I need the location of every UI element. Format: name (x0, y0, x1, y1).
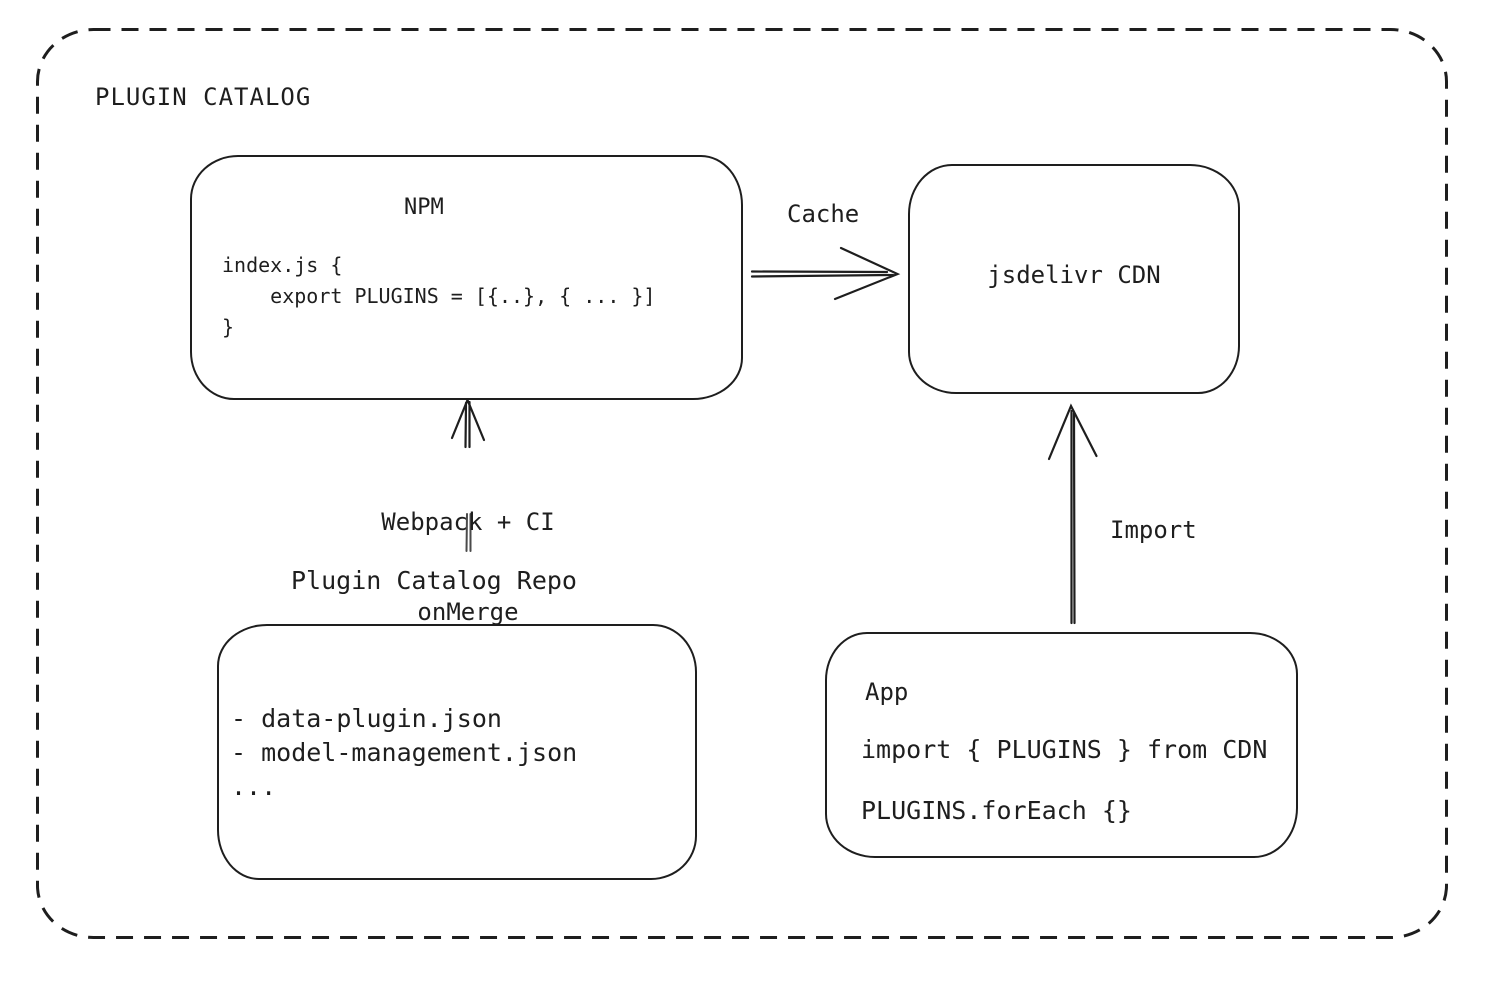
npm-code-block: index.js { export PLUGINS = [{..}, { ...… (222, 250, 655, 343)
npm-code-line: export PLUGINS = [{..}, { ... }] (222, 284, 656, 308)
npm-code-line: } (222, 315, 235, 339)
catalog-title: PLUGIN CATALOG (95, 83, 312, 111)
repo-file-item: - model-management.json (231, 738, 578, 767)
repo-node-label: Plugin Catalog Repo (291, 566, 577, 595)
cache-edge-label: Cache (787, 200, 860, 228)
import-arrow (1047, 403, 1098, 625)
repo-file-list: - data-plugin.json - model-management.js… (231, 702, 577, 804)
cdn-node: jsdelivr CDN (908, 164, 1240, 394)
build-edge-label-line1: Webpack + CI (381, 508, 555, 536)
build-arrow (450, 397, 486, 449)
npm-node-title: NPM (404, 195, 444, 220)
cache-arrow (750, 246, 901, 301)
app-node-title: App (865, 678, 909, 706)
app-node: App import { PLUGINS } from CDN PLUGINS.… (825, 632, 1298, 858)
repo-node: - data-plugin.json - model-management.js… (217, 624, 697, 880)
cdn-node-title: jsdelivr CDN (987, 261, 1161, 289)
import-edge-label: Import (1110, 516, 1197, 544)
build-edge-label-line2: onMerge (417, 598, 519, 626)
npm-node: NPM index.js { export PLUGINS = [{..}, {… (190, 155, 743, 400)
repo-file-item: - data-plugin.json (231, 704, 502, 733)
app-code-line: import { PLUGINS } from CDN (861, 735, 1268, 764)
build-edge-label: Webpack + CI onMerge (348, 447, 588, 687)
app-code-line: PLUGINS.forEach {} (861, 796, 1132, 825)
repo-file-item: ... (231, 772, 277, 801)
npm-code-line: index.js { (222, 253, 343, 277)
